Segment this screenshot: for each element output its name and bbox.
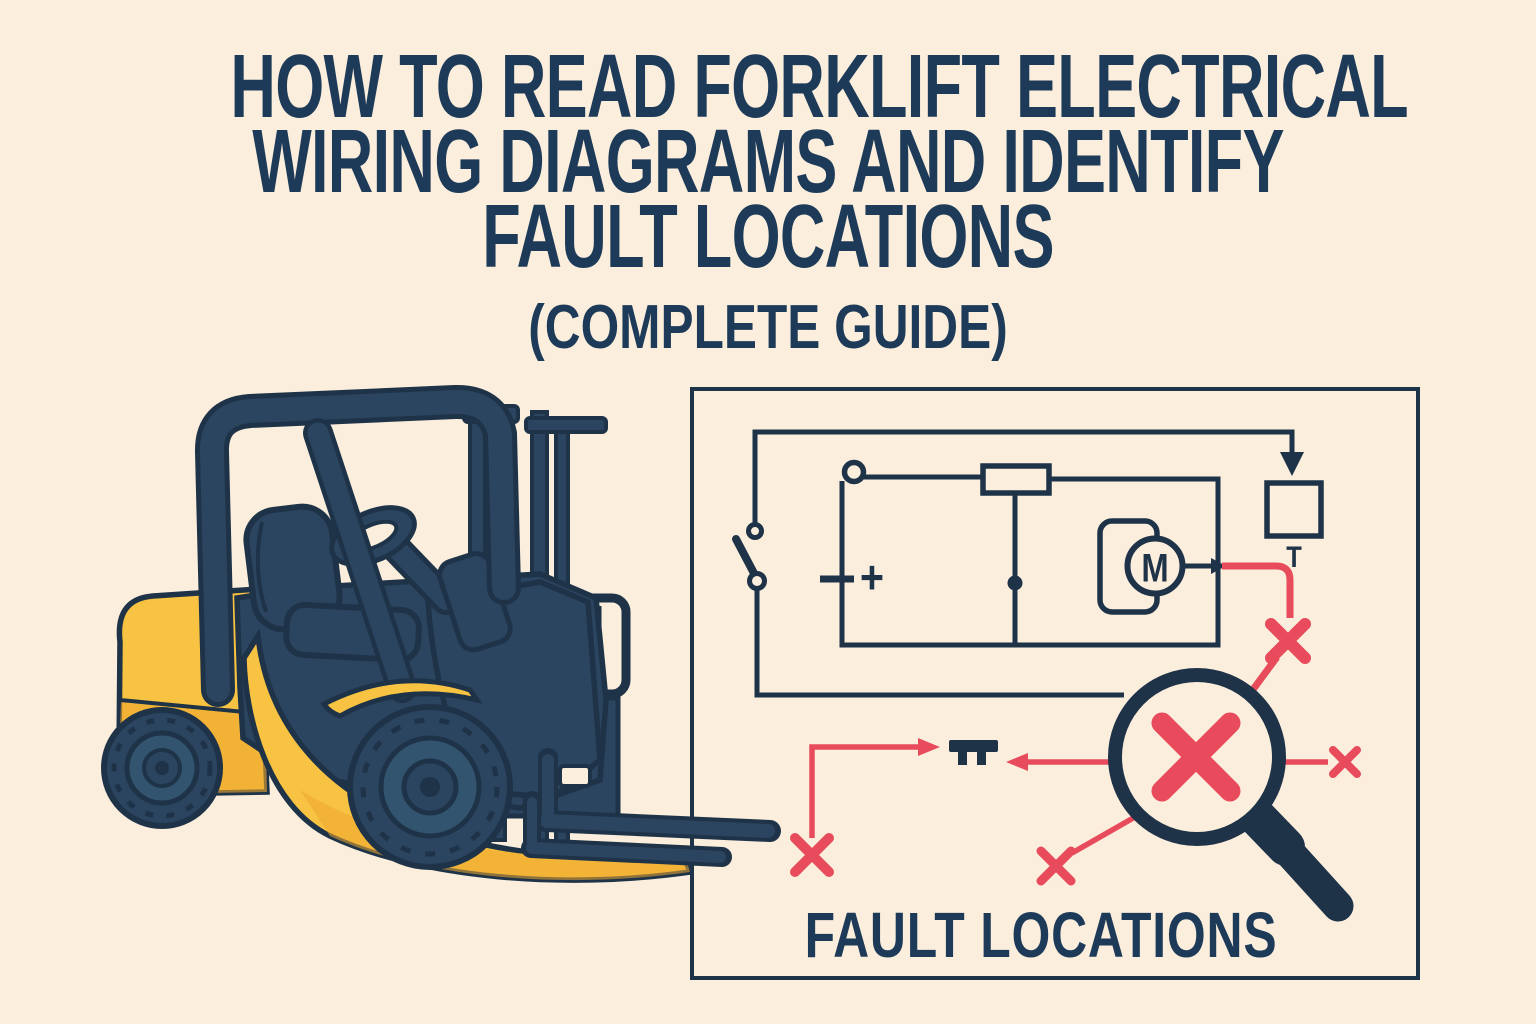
fault-traces <box>790 562 1361 886</box>
rear-wheel <box>101 707 223 829</box>
magnifier-icon <box>1108 668 1354 922</box>
trace-arrow-left-icon <box>1006 753 1028 771</box>
fault-x-icon <box>790 833 834 877</box>
junction-dot-icon <box>1007 575 1023 591</box>
front-wheel <box>347 704 513 870</box>
terminal-ring-icon <box>841 459 867 485</box>
operator-seat <box>243 503 422 663</box>
fault-x-icon <box>1265 618 1311 664</box>
fault-trace-left <box>809 744 918 838</box>
fault-x-icon <box>1329 746 1361 778</box>
page-title: HOW TO READ FORKLIFT ELECTRICAL WIRING D… <box>0 37 1536 362</box>
forklift-illustration <box>101 385 781 883</box>
terminal-label: T <box>1286 540 1302 573</box>
page-title-line-2: WIRING DIAGRAMS AND IDENTIFY <box>252 112 1284 212</box>
front-fender <box>320 678 483 719</box>
panel-caption: FAULT LOCATIONS <box>805 900 1278 971</box>
page-title-line-1: HOW TO READ FORKLIFT ELECTRICAL <box>230 37 1408 137</box>
overhead-guard <box>195 385 521 707</box>
motor-label: M <box>1141 546 1168 591</box>
battery-polarity-label: + <box>860 552 884 604</box>
page-title-line-3: FAULT LOCATIONS <box>482 187 1054 287</box>
fault-wire <box>1222 562 1294 618</box>
trace-arrow-right-icon <box>918 738 940 756</box>
connector-icon <box>949 740 998 765</box>
resistor-icon <box>980 463 1052 496</box>
circuit-top-wire <box>752 429 1295 524</box>
terminal-box-icon <box>1264 480 1324 539</box>
circuit-bottom-wire <box>754 590 1124 698</box>
switch-icon <box>732 522 767 591</box>
fault-x-icon <box>1036 846 1076 886</box>
page-subtitle: (COMPLETE GUIDE) <box>528 293 1008 362</box>
fault-ray-downleft <box>1070 810 1144 856</box>
circuit-diagram <box>732 429 1324 698</box>
diagram-panel: M T + <box>690 387 1420 980</box>
fault-x-icon <box>1151 712 1241 802</box>
fork-tines <box>521 748 781 867</box>
motor-icon <box>1097 518 1226 615</box>
arrow-down-icon <box>1280 452 1304 476</box>
circuit-inner-loop <box>839 474 1221 648</box>
